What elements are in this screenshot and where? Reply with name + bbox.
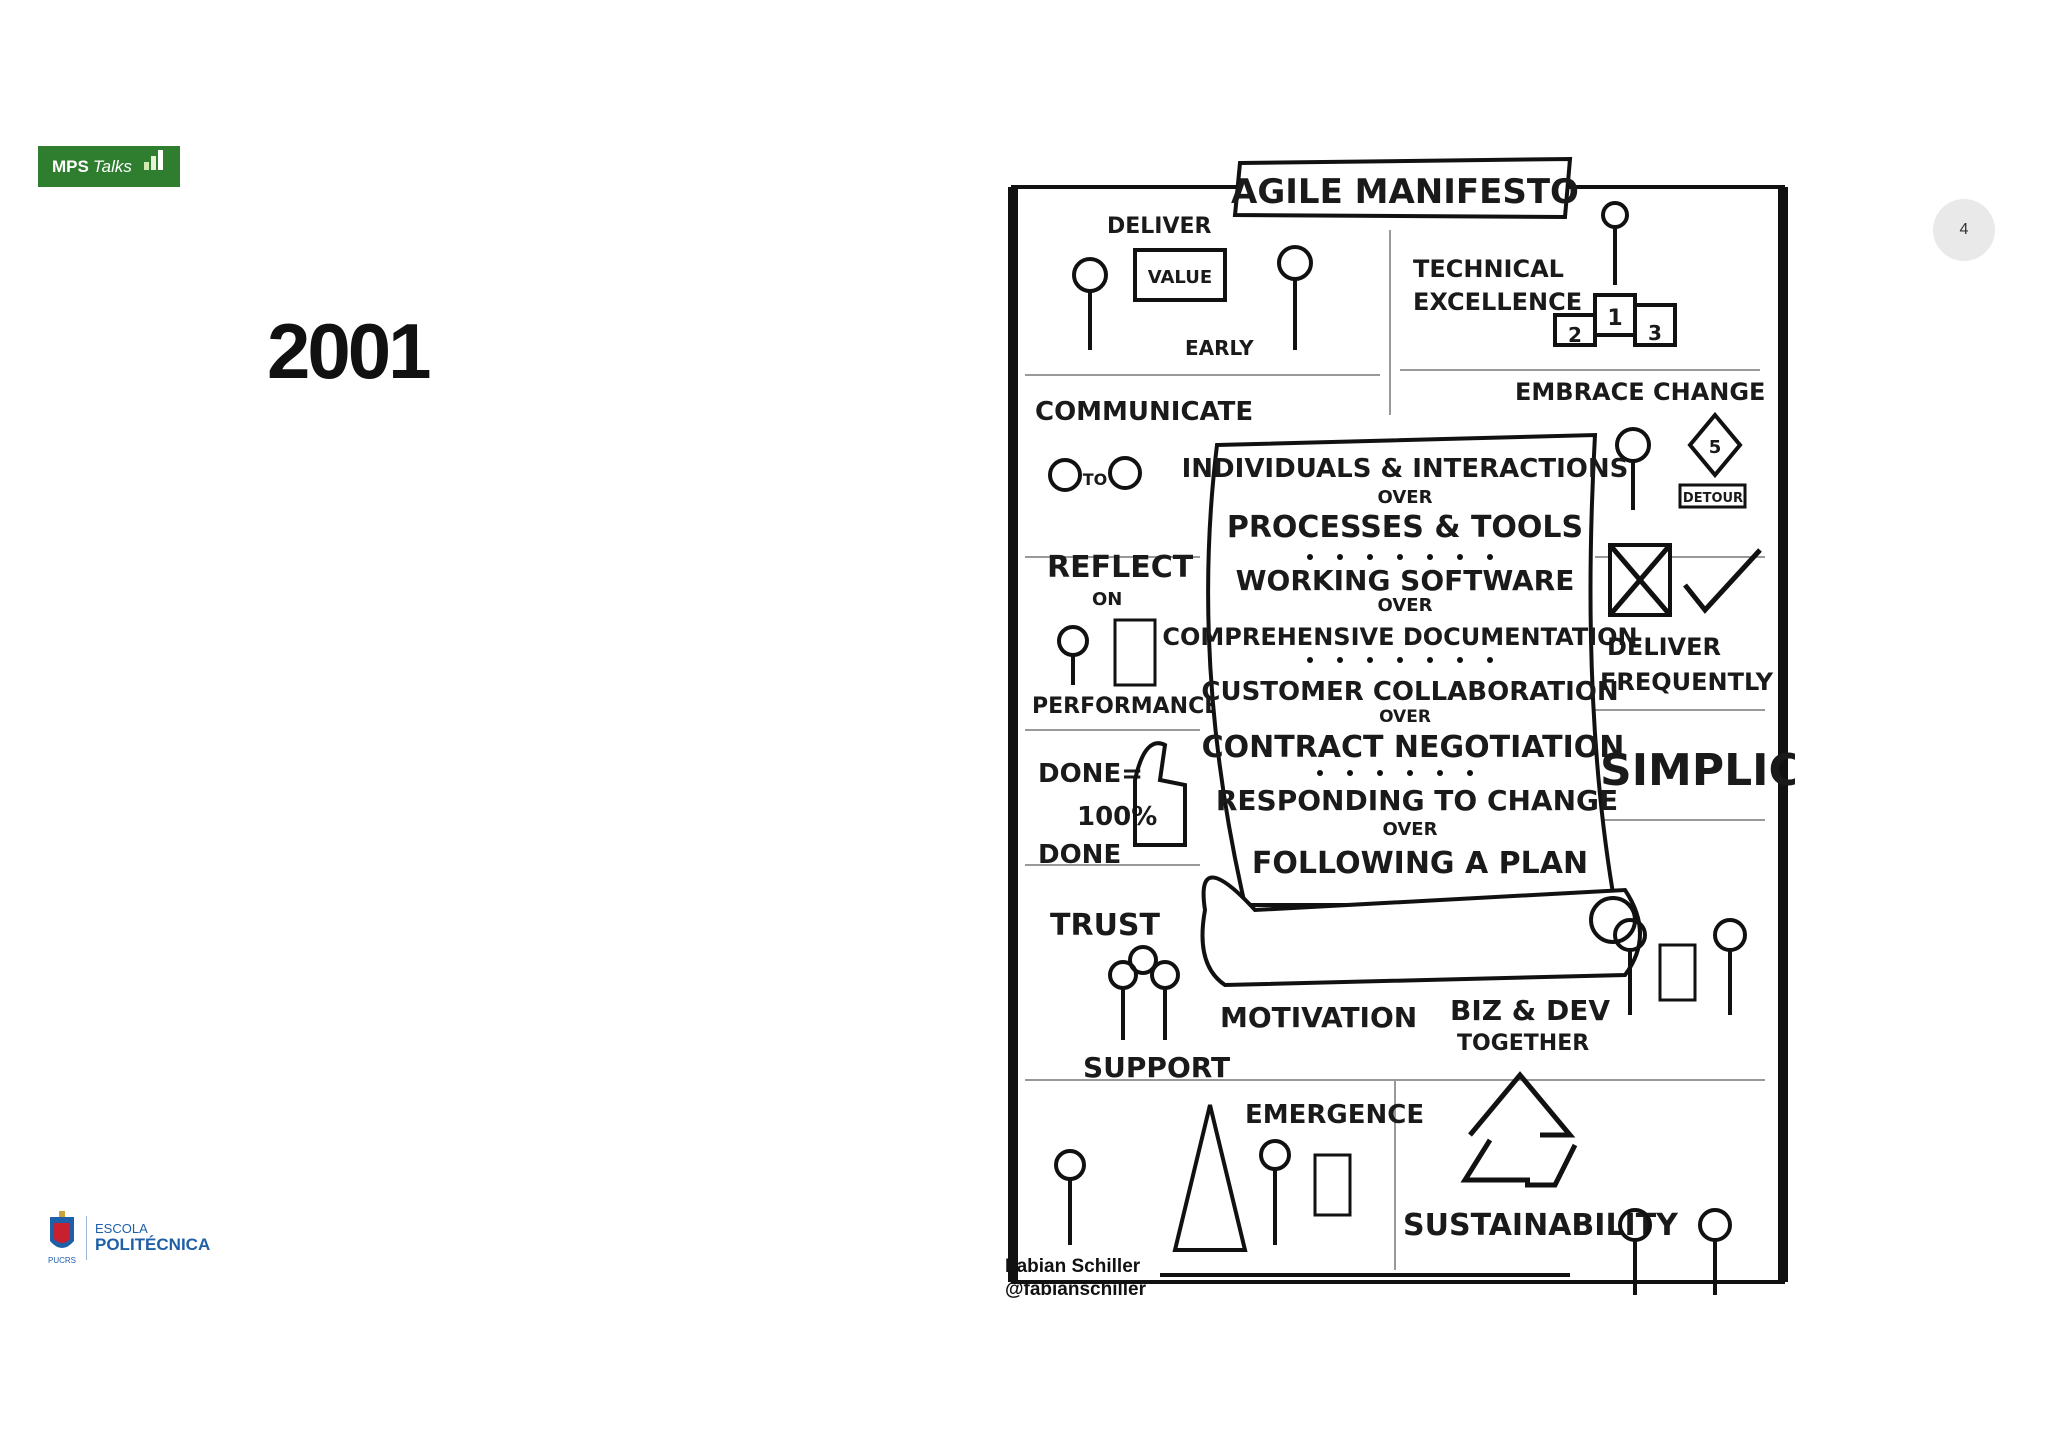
label-together: TOGETHER — [1457, 1031, 1589, 1056]
scroll-line-6: CONTRACT NEGOTIATION — [1202, 730, 1625, 765]
scroll-over-3: OVER — [1379, 707, 1431, 727]
scroll-roll — [1200, 875, 1642, 988]
label-excellence: EXCELLENCE — [1413, 288, 1582, 316]
recycle-icon — [1460, 1071, 1578, 1188]
pucrs-escola-politecnica-logo: PUCRS ESCOLA POLITÉCNICA — [44, 1211, 210, 1265]
label-biz-dev: BIZ & DEV — [1450, 994, 1610, 1027]
scroll-over-2: OVER — [1378, 595, 1433, 616]
scroll-line-2: PROCESSES & TOOLS — [1227, 510, 1583, 545]
sketch-credit: Fabian Schiller @fabianschiller — [1005, 1256, 1146, 1302]
credit-name: Fabian Schiller — [1005, 1256, 1141, 1277]
title-banner — [1232, 156, 1573, 220]
logo-brand: MPS — [52, 156, 89, 176]
label-sustainability: SUSTAINABILITY — [1403, 1208, 1679, 1243]
label-technical: TECHNICAL — [1413, 255, 1564, 283]
label-done-eq: DONE= — [1038, 759, 1143, 789]
label-detour: DETOUR — [1683, 491, 1743, 506]
scroll-line-4: COMPREHENSIVE DOCUMENTATION — [1162, 623, 1637, 651]
scroll-line-5: CUSTOMER COLLABORATION — [1201, 677, 1618, 707]
label-trust: TRUST — [1050, 908, 1161, 943]
slide-year-heading: 2001 — [267, 307, 432, 395]
sign-5: 5 — [1709, 437, 1722, 458]
detour-sign — [1687, 411, 1743, 479]
credit-handle: @fabianschiller — [1005, 1278, 1147, 1300]
label-performance: PERFORMANCE — [1032, 694, 1219, 719]
scroll-line-7: RESPONDING TO CHANGE — [1216, 784, 1618, 817]
scroll-over-1: OVER — [1378, 487, 1433, 508]
label-deliver-2: DELIVER — [1607, 633, 1721, 661]
scroll-over-4: OVER — [1383, 819, 1438, 840]
label-emergence: EMERGENCE — [1245, 1100, 1424, 1130]
label-on: ON — [1092, 589, 1122, 610]
logo-separator — [86, 1216, 87, 1260]
label-100-pct: 100% — [1077, 802, 1157, 832]
page-number-badge: 4 — [1933, 199, 1995, 261]
label-early: EARLY — [1185, 336, 1254, 360]
label-embrace-change: EMBRACE CHANGE — [1515, 378, 1765, 406]
agile-manifesto-sketch: AGILE MANIFESTO DELIVER VALUE EARLY TECH… — [1008, 156, 1795, 1295]
scroll-line-1: INDIVIDUALS & INTERACTIONS — [1182, 454, 1629, 484]
podium-2: 2 — [1568, 323, 1582, 347]
logo-line-politecnica: POLITÉCNICA — [95, 1234, 211, 1254]
label-support: SUPPORT — [1083, 1051, 1230, 1084]
bar-chart-icon — [144, 150, 163, 170]
label-to: TO — [1083, 470, 1108, 489]
mps-talks-logo: MPS Talks — [38, 146, 180, 187]
label-reflect: REFLECT — [1047, 550, 1194, 585]
tower — [1172, 1104, 1248, 1252]
label-communicate: COMMUNICATE — [1035, 397, 1253, 427]
sketch-title: AGILE MANIFESTO — [1231, 172, 1579, 212]
crest-icon: PUCRS — [48, 1211, 76, 1265]
podium-1: 1 — [1607, 306, 1622, 331]
value-box — [1133, 248, 1227, 302]
logo-line-escola: ESCOLA — [95, 1221, 148, 1237]
label-done: DONE — [1038, 840, 1121, 870]
thumbs-up — [1133, 741, 1187, 847]
label-motivation: MOTIVATION — [1220, 1001, 1417, 1034]
podium-3: 3 — [1648, 321, 1662, 345]
podium — [1553, 293, 1677, 347]
logo-product: Talks — [92, 156, 132, 176]
check-mark — [1683, 548, 1762, 614]
scroll-line-3: WORKING SOFTWARE — [1236, 564, 1575, 597]
label-frequently: FREQUENTLY — [1600, 668, 1774, 696]
pucrs-abbr: PUCRS — [48, 1256, 76, 1265]
label-simplicity: SIMPLICITY — [1600, 745, 1795, 796]
label-deliver: DELIVER — [1107, 214, 1212, 239]
scroll-line-8: FOLLOWING A PLAN — [1252, 846, 1588, 881]
label-value: VALUE — [1148, 267, 1212, 288]
